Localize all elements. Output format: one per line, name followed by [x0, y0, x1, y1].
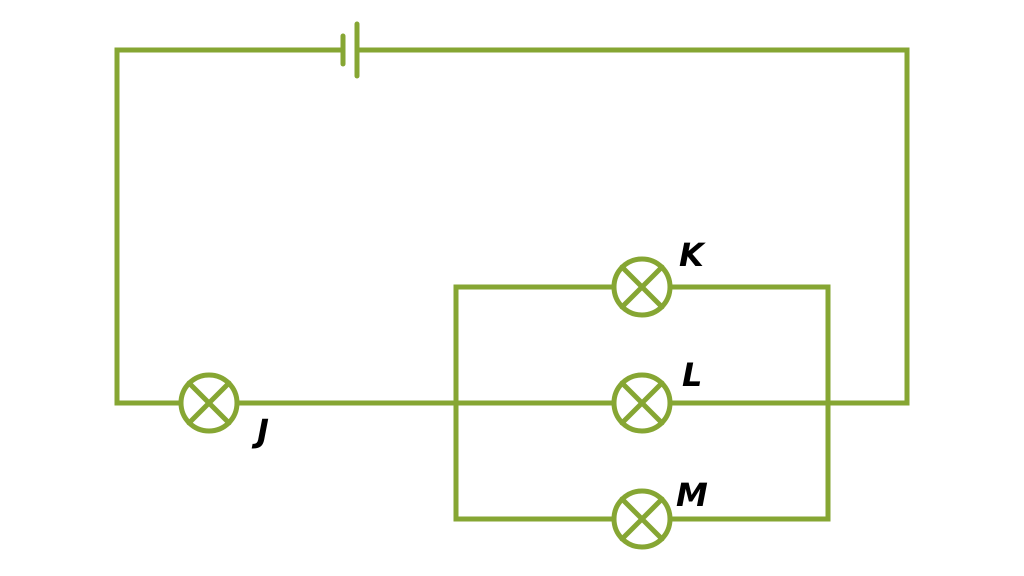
battery-cell-icon	[340, 21, 360, 79]
bulb-m-label: M	[676, 476, 708, 514]
bulb-k-cross-b	[619, 264, 665, 310]
bulb-k-icon	[611, 256, 673, 318]
bulb-l-label: L	[682, 356, 702, 394]
wires	[114, 47, 910, 522]
bulb-l-cross-b	[619, 380, 665, 426]
bulb-m-icon	[611, 488, 673, 550]
wire-top-right	[354, 47, 910, 406]
bulb-m-cross-b	[619, 496, 665, 542]
bulb-j-cross-b	[186, 380, 232, 426]
wire-top-left	[114, 47, 346, 406]
bulb-l-icon	[611, 372, 673, 434]
bulb-j-label: J	[251, 412, 269, 450]
bulb-j-icon	[178, 372, 240, 434]
bulb-k-label: K	[679, 236, 706, 274]
